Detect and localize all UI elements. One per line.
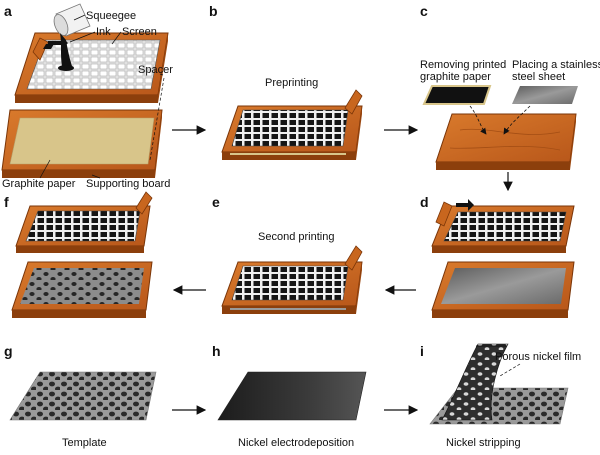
supporting-board-a xyxy=(1,109,163,178)
panel-letter-g: g xyxy=(4,343,13,359)
panel-letter-b: b xyxy=(209,3,218,19)
printed-mesh-b xyxy=(231,109,349,147)
squeegee-arrow-icon-d xyxy=(456,199,474,211)
label-squeegee: Squeegee xyxy=(86,10,136,22)
panel-i: i Porous nickel film Nickel stripping xyxy=(420,343,581,449)
caption-nickel-electrodeposition: Nickel electrodeposition xyxy=(238,437,354,449)
label-spacer: Spacer xyxy=(138,64,173,76)
panel-a: a Squeegee Ink Scr xyxy=(1,3,173,190)
panel-letter-i: i xyxy=(420,343,424,359)
panel-letter-e: e xyxy=(212,194,220,210)
board-e xyxy=(221,245,363,314)
panel-d: d xyxy=(420,194,575,318)
panel-h: h Nickel electrodeposition xyxy=(212,343,367,449)
steel-sheet-d xyxy=(441,268,566,304)
panel-letter-c: c xyxy=(420,3,428,19)
template-sheet xyxy=(9,371,157,421)
board-d xyxy=(431,261,575,318)
screen-frame-a xyxy=(14,32,169,103)
board-c xyxy=(435,113,577,170)
porous-nickel-film xyxy=(441,343,509,421)
label-porous-nickel-film: Porous nickel film xyxy=(495,351,581,363)
label-graphite-paper: Graphite paper xyxy=(2,178,76,190)
graphite-paper xyxy=(9,117,155,165)
panel-e: e Second printing xyxy=(212,194,363,314)
film-leader xyxy=(499,363,521,377)
panel-g: g Template xyxy=(4,343,157,449)
screen-mesh xyxy=(26,39,161,90)
panel-letter-f: f xyxy=(4,194,9,210)
squeegee-b xyxy=(344,89,363,115)
caption-second-printing: Second printing xyxy=(258,231,334,243)
label-ink: Ink xyxy=(96,26,111,38)
caption-preprinting: Preprinting xyxy=(265,77,318,89)
arrow-place-sheet xyxy=(503,105,531,135)
nickel-coated-sheet xyxy=(217,371,367,421)
label-screen: Screen xyxy=(122,26,157,38)
label-leaders-a xyxy=(39,14,165,179)
screen-frame-f xyxy=(15,191,153,253)
panel-letter-d: d xyxy=(420,194,429,210)
caption-template: Template xyxy=(62,437,107,449)
caption-removing-2: graphite paper xyxy=(420,71,491,83)
printed-steel-sheet-f xyxy=(20,268,144,304)
arrow-remove-paper xyxy=(469,105,487,135)
screen-frame-d xyxy=(431,199,575,253)
ink-stream xyxy=(60,33,72,69)
board-f xyxy=(11,261,153,318)
panel-b: b Preprinting xyxy=(209,3,363,160)
caption-removing-1: Removing printed xyxy=(420,59,506,71)
panel-f: f xyxy=(4,191,153,318)
panel-letter-a: a xyxy=(4,3,12,19)
board-b xyxy=(221,89,363,160)
caption-placing-1: Placing a stainless xyxy=(512,59,600,71)
printed-graphite-paper xyxy=(422,85,492,105)
stainless-steel-sheet xyxy=(512,86,578,104)
ink-cup xyxy=(53,3,91,71)
caption-nickel-stripping: Nickel stripping xyxy=(446,437,521,449)
panel-c: c Removing printed graphite paper Placin… xyxy=(420,3,600,170)
caption-placing-2: steel sheet xyxy=(512,71,565,83)
panel-letter-h: h xyxy=(212,343,221,359)
label-supporting-board: Supporting board xyxy=(86,178,170,190)
